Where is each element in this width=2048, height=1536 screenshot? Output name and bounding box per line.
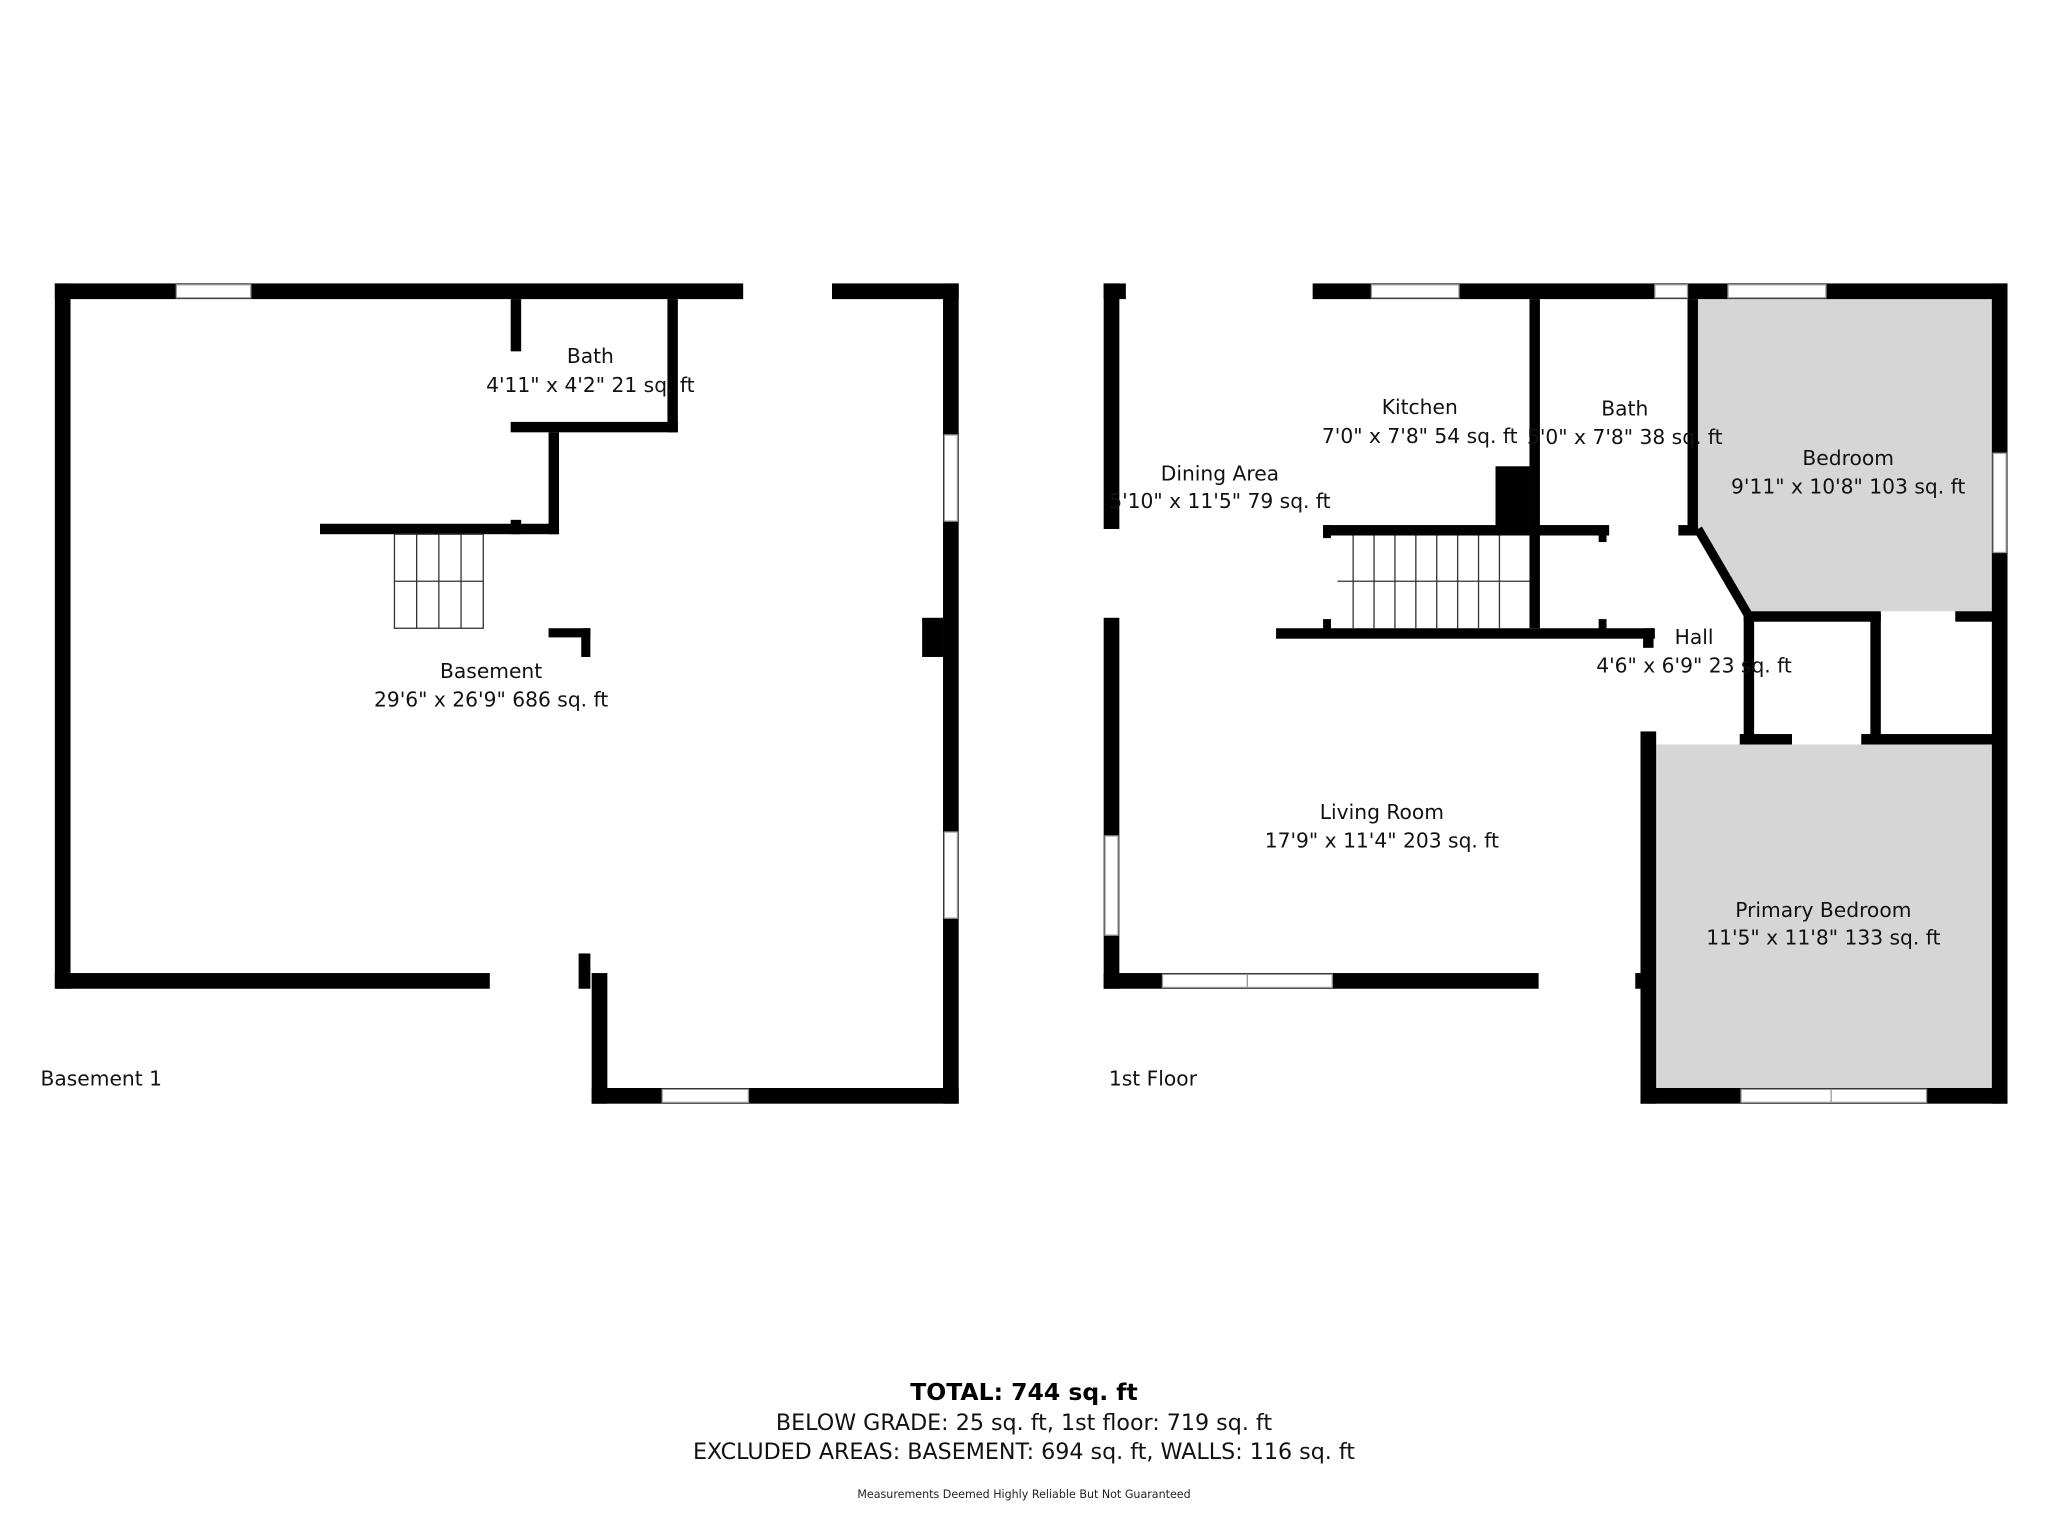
room-dimensions: 4'6" x 6'9" 23 sq. ft [1596, 654, 1792, 678]
total-area: TOTAL: 744 sq. ft [910, 1378, 1138, 1406]
room-name: Bath [1601, 396, 1648, 420]
room-dimensions: 11'5" x 11'8" 133 sq. ft [1706, 925, 1940, 949]
room-dimensions: 29'6" x 26'9" 686 sq. ft [374, 688, 608, 712]
room-name: Dining Area [1161, 462, 1279, 486]
window [943, 434, 959, 522]
window [1104, 835, 1119, 936]
window [1740, 1088, 1928, 1104]
room-name: Primary Bedroom [1735, 898, 1911, 922]
room-dimensions: 9'11" x 10'8" 103 sq. ft [1731, 475, 1965, 499]
room-name: Living Room [1320, 800, 1444, 824]
first-floor-plan: Dining Area 5'10" x 11'5" 79 sq. ft Kitc… [1103, 283, 2008, 1104]
room-dimensions: 7'0" x 7'8" 54 sq. ft [1322, 424, 1518, 448]
basement-plan: Bath 4'11" x 4'2" 21 sq. ft Basement 29'… [40, 283, 959, 1104]
area-summary: TOTAL: 744 sq. ft BELOW GRADE: 25 sq. ft… [693, 1378, 1355, 1501]
room-dimensions: 5'10" x 11'5" 79 sq. ft [1109, 489, 1330, 513]
room-name: Basement [440, 659, 542, 683]
excluded-areas: EXCLUDED AREAS: BASEMENT: 694 sq. ft, WA… [693, 1439, 1355, 1465]
basement-stairs [393, 533, 484, 629]
room-dimensions: 5'0" x 7'8" 38 sq. ft [1527, 425, 1723, 449]
room-dimensions: 17'9" x 11'4" 203 sq. ft [1265, 829, 1499, 853]
window [1370, 284, 1460, 299]
window [1992, 452, 2007, 554]
first-floor-stairs [1337, 535, 1530, 629]
window [175, 284, 252, 299]
below-grade-area: BELOW GRADE: 25 sq. ft, 1st floor: 719 s… [776, 1410, 1272, 1436]
room-name: Bedroom [1802, 446, 1894, 470]
room-dimensions: 4'11" x 4'2" 21 sq. ft [486, 373, 695, 397]
disclaimer: Measurements Deemed Highly Reliable But … [857, 1488, 1190, 1501]
window [943, 831, 959, 919]
floor-label: 1st Floor [1109, 1066, 1198, 1090]
window [1654, 284, 1689, 299]
room-name: Hall [1675, 625, 1714, 649]
room-name: Bath [567, 344, 614, 368]
room-name: Kitchen [1382, 395, 1458, 419]
floor-label: Basement 1 [40, 1066, 162, 1090]
window [661, 1088, 750, 1104]
bedroom-fill [1697, 299, 1992, 612]
window [1727, 284, 1827, 299]
primary-bedroom-fill [1656, 744, 1992, 1088]
